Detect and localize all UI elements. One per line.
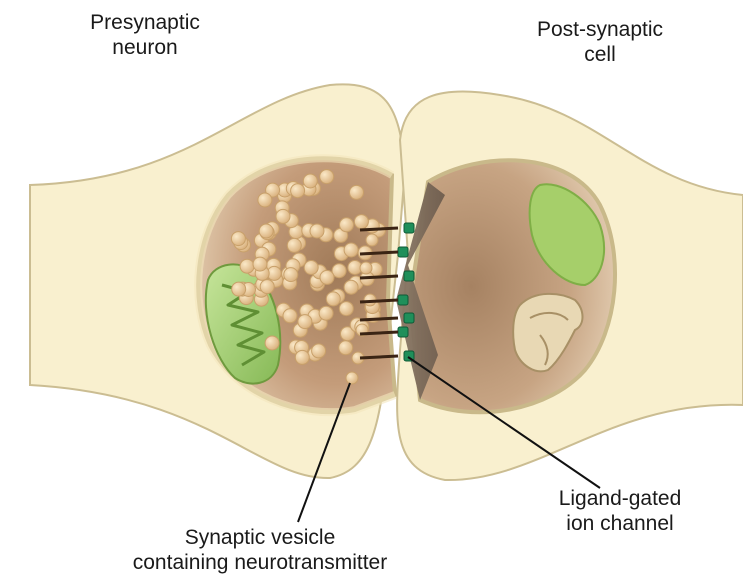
- vesicle: [259, 224, 273, 238]
- postsynaptic-label-line1: Post-synaptic: [500, 17, 700, 42]
- vesicle: [326, 292, 340, 306]
- synaptic-vesicle-label: Synaptic vesicle containing neurotransmi…: [80, 525, 440, 575]
- presynaptic-label-line2: neuron: [60, 35, 230, 60]
- presynaptic-neuron-label: Presynaptic neuron: [60, 10, 230, 60]
- vesicle: [310, 224, 324, 238]
- vesicle: [339, 341, 353, 355]
- vesicle: [320, 170, 334, 184]
- neurotransmitter-release: [360, 356, 398, 358]
- vesicle: [260, 280, 274, 294]
- vesicle: [240, 259, 254, 273]
- ion-channel-label-line2: ion channel: [510, 511, 730, 536]
- vesicle: [366, 234, 378, 246]
- vesicle: [265, 336, 279, 350]
- vesicle: [284, 268, 298, 282]
- vesicle: [360, 262, 372, 274]
- neurotransmitter-release: [360, 318, 398, 320]
- vesicle: [312, 344, 326, 358]
- vesicle: [232, 282, 246, 296]
- vesicle: [258, 193, 272, 207]
- vesicle: [339, 302, 353, 316]
- vesicle: [283, 309, 297, 323]
- ion-channel-label-line1: Ligand-gated: [510, 486, 730, 511]
- neurotransmitter-release: [360, 276, 398, 278]
- neurotransmitter-release: [360, 332, 398, 334]
- vesicle: [253, 257, 267, 271]
- vesicle: [231, 232, 245, 246]
- vesicle: [276, 209, 290, 223]
- neurotransmitter-release: [360, 300, 398, 302]
- neurotransmitter-release: [360, 252, 398, 254]
- vesicle: [354, 215, 368, 229]
- ion-channel-label: Ligand-gated ion channel: [510, 486, 730, 536]
- postsynaptic-cell-label: Post-synaptic cell: [500, 17, 700, 67]
- ion-channel: [404, 271, 414, 281]
- vesicle: [340, 218, 354, 232]
- vesicle: [298, 315, 312, 329]
- vesicle: [304, 261, 318, 275]
- vesicle: [350, 185, 364, 199]
- presynaptic-label-line1: Presynaptic: [60, 10, 230, 35]
- vesicle: [287, 238, 301, 252]
- neurotransmitter-release: [360, 228, 398, 230]
- vesicle-label-line1: Synaptic vesicle: [80, 525, 440, 550]
- vesicle: [303, 174, 317, 188]
- ion-channel: [404, 223, 414, 233]
- vesicle: [344, 280, 358, 294]
- vesicle: [319, 306, 333, 320]
- vesicle: [346, 372, 358, 384]
- ion-channel: [398, 295, 408, 305]
- vesicle: [295, 350, 309, 364]
- vesicle-label-line2: containing neurotransmitter: [80, 550, 440, 575]
- ion-channel: [404, 313, 414, 323]
- vesicle: [291, 184, 305, 198]
- ion-channel: [398, 247, 408, 257]
- ion-channel: [398, 327, 408, 337]
- postsynaptic-label-line2: cell: [500, 42, 700, 67]
- vesicle: [344, 243, 358, 257]
- vesicle: [320, 270, 334, 284]
